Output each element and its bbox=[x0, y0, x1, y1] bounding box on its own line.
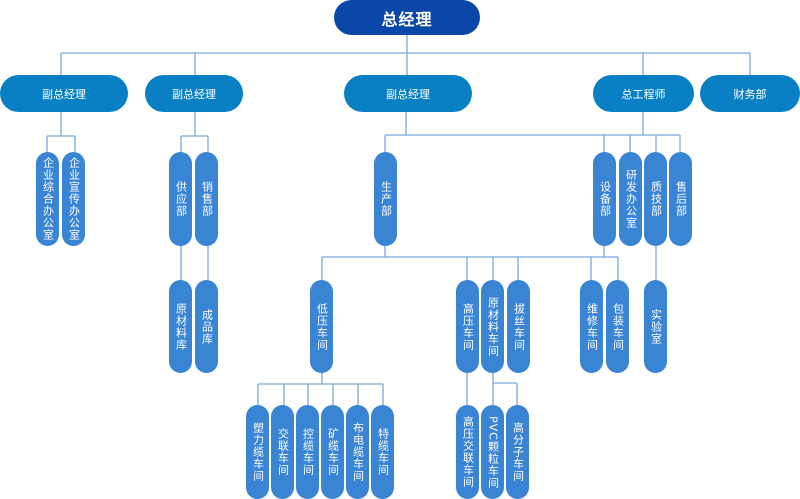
node-raw-material-workshop[interactable]: 原材料车间 bbox=[481, 280, 504, 373]
node-chief-engineer[interactable]: 总工程师 bbox=[593, 75, 694, 112]
node-deputy-gm-2[interactable]: 副总经理 bbox=[145, 75, 243, 112]
node-publicity-office[interactable]: 企业宣传办公室 bbox=[62, 152, 85, 246]
node-finished-goods-warehouse[interactable]: 成品库 bbox=[195, 280, 218, 373]
node-pvc-pellet-workshop[interactable]: PVC颗粒车间 bbox=[481, 405, 504, 499]
node-maintenance-workshop[interactable]: 维修车间 bbox=[580, 280, 603, 373]
node-deputy-gm-1[interactable]: 副总经理 bbox=[0, 75, 128, 112]
node-low-voltage-workshop[interactable]: 低压车间 bbox=[310, 280, 333, 373]
node-equipment-dept[interactable]: 设备部 bbox=[593, 152, 616, 246]
node-general-manager[interactable]: 总经理 bbox=[334, 0, 480, 35]
node-plastic-power-cable-workshop[interactable]: 塑力缆车间 bbox=[246, 405, 269, 499]
node-supply-dept[interactable]: 供应部 bbox=[169, 152, 192, 246]
node-high-voltage-workshop[interactable]: 高压车间 bbox=[456, 280, 479, 373]
node-wire-drawing-workshop[interactable]: 拔丝车间 bbox=[507, 280, 530, 373]
node-packaging-workshop[interactable]: 包装车间 bbox=[606, 280, 629, 373]
node-deputy-gm-3[interactable]: 副总经理 bbox=[344, 75, 472, 112]
node-after-sales-dept[interactable]: 售后部 bbox=[669, 152, 692, 246]
node-control-cable-workshop[interactable]: 控缆车间 bbox=[296, 405, 319, 499]
node-quality-dept[interactable]: 质技部 bbox=[644, 152, 667, 246]
node-production-dept[interactable]: 生产部 bbox=[374, 152, 397, 246]
node-rd-office[interactable]: 研发办公室 bbox=[619, 152, 642, 246]
node-special-cable-workshop[interactable]: 特缆车间 bbox=[371, 405, 394, 499]
node-mining-cable-workshop[interactable]: 矿缆车间 bbox=[321, 405, 344, 499]
node-general-office[interactable]: 企业综合办公室 bbox=[36, 152, 59, 246]
node-raw-material-warehouse[interactable]: 原材料库 bbox=[169, 280, 192, 373]
node-building-wire-workshop[interactable]: 布电缆车间 bbox=[346, 405, 369, 499]
node-finance-dept[interactable]: 财务部 bbox=[700, 75, 800, 112]
node-xlpe-workshop[interactable]: 交联车间 bbox=[271, 405, 294, 499]
node-laboratory[interactable]: 实验室 bbox=[644, 280, 667, 373]
node-hv-xlpe-workshop[interactable]: 高压交联车间 bbox=[456, 405, 479, 499]
node-sales-dept[interactable]: 销售部 bbox=[195, 152, 218, 246]
node-polymer-workshop[interactable]: 高分子车间 bbox=[506, 405, 529, 499]
